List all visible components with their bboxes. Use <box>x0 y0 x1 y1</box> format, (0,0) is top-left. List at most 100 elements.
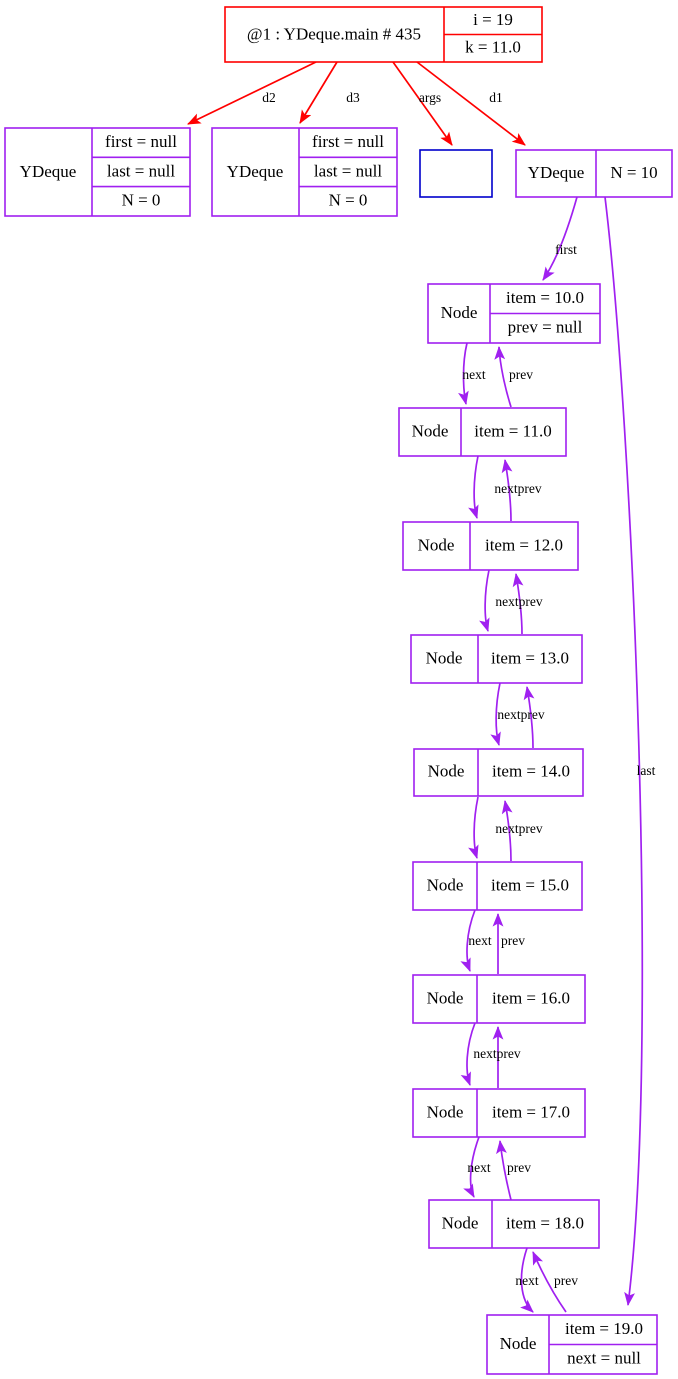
edge-label-prev-16: prev <box>501 933 525 948</box>
edge-label-prev-19: prev <box>554 1273 578 1288</box>
edge-label-first: first <box>555 242 577 257</box>
d1-field-n: N = 10 <box>610 163 657 182</box>
edge-prev-12 <box>501 458 513 522</box>
node-13-field-item: item = 13.0 <box>491 648 569 667</box>
node-12-rect <box>402 521 579 571</box>
node-15-rect <box>412 861 583 911</box>
node-box-16[interactable]: Node item = 16.0 <box>412 974 586 1024</box>
node-16-field-item: item = 16.0 <box>492 988 570 1007</box>
node-11-type-label: Node <box>412 421 449 440</box>
edge-label-nextprev-14: nextprev <box>495 821 542 836</box>
node-box-19[interactable]: Node item = 19.0 next = null <box>486 1314 658 1375</box>
edge-label-nextprev-11: nextprev <box>494 481 541 496</box>
edge-prev-15 <box>501 799 513 862</box>
node-10-field-item: item = 10.0 <box>506 288 584 307</box>
node-19-field-next: next = null <box>567 1348 641 1367</box>
edge-label-last: last <box>637 763 656 778</box>
node-box-12[interactable]: Node item = 12.0 <box>402 521 579 571</box>
node-17-rect <box>412 1088 586 1138</box>
node-12-field-item: item = 12.0 <box>485 535 563 554</box>
edge-d1 <box>416 61 526 146</box>
d3-type-label: YDeque <box>227 162 284 181</box>
edge-label-d3: d3 <box>346 90 360 105</box>
node-15-type-label: Node <box>427 875 464 894</box>
node-18-type-label: Node <box>442 1213 479 1232</box>
edge-prev-13 <box>512 572 524 635</box>
edge-next-13 <box>490 682 501 746</box>
node-18-rect <box>428 1199 600 1249</box>
edge-prev-14 <box>523 685 535 749</box>
node-16-rect <box>412 974 586 1024</box>
node-box-15[interactable]: Node item = 15.0 <box>412 861 583 911</box>
edge-label-next-15: next <box>468 933 491 948</box>
edge-prev-19 <box>532 1251 567 1313</box>
object-box-d1[interactable]: YDeque N = 10 <box>515 149 673 198</box>
node-11-rect <box>398 407 567 457</box>
object-box-args[interactable] <box>419 149 493 198</box>
node-box-11[interactable]: Node item = 11.0 <box>398 407 567 457</box>
node-10-field-prev: prev = null <box>508 317 583 336</box>
d2-field-n: N = 0 <box>122 190 161 209</box>
d3-field-first: first = null <box>312 132 384 151</box>
stack-frame-field-k: k = 11.0 <box>465 37 521 56</box>
edge-next-16 <box>460 1022 476 1086</box>
d2-rect <box>4 127 191 217</box>
edge-label-next-17: next <box>467 1160 490 1175</box>
d2-type-label: YDeque <box>20 162 77 181</box>
edge-next-18 <box>520 1247 534 1313</box>
d1-type-label: YDeque <box>528 163 585 182</box>
d2-field-first: first = null <box>105 132 177 151</box>
edge-next-14 <box>468 796 479 859</box>
d2-field-last: last = null <box>107 161 175 180</box>
args-rect <box>419 149 493 198</box>
edge-args <box>392 61 453 146</box>
d3-field-n: N = 0 <box>329 190 368 209</box>
edge-d2 <box>187 61 317 125</box>
node-10-type-label: Node <box>441 303 478 322</box>
node-19-type-label: Node <box>500 1334 537 1353</box>
node-14-rect <box>413 748 584 797</box>
node-box-18[interactable]: Node item = 18.0 <box>428 1199 600 1249</box>
edge-next-15 <box>460 909 476 972</box>
object-box-d2[interactable]: YDeque first = null last = null N = 0 <box>4 127 191 217</box>
edge-label-d1: d1 <box>489 90 503 105</box>
node-17-type-label: Node <box>427 1102 464 1121</box>
d1-rect <box>515 149 673 198</box>
node-17-field-item: item = 17.0 <box>492 1102 570 1121</box>
edge-label-d2: d2 <box>262 90 276 105</box>
edge-d3 <box>299 61 338 124</box>
edge-next-17 <box>463 1136 480 1198</box>
edge-prev-18 <box>496 1139 512 1201</box>
edge-label-nextprev-16: nextprev <box>473 1046 520 1061</box>
node-box-17[interactable]: Node item = 17.0 <box>412 1088 586 1138</box>
edge-label-nextprev-13: nextprev <box>497 707 544 722</box>
node-14-type-label: Node <box>428 761 465 780</box>
stack-frame-field-i: i = 19 <box>473 10 513 29</box>
node-box-14[interactable]: Node item = 14.0 <box>413 748 584 797</box>
edge-label-next-18: next <box>515 1273 538 1288</box>
node-13-type-label: Node <box>426 648 463 667</box>
edge-next-11 <box>468 455 479 519</box>
edge-label-prev-18: prev <box>507 1160 531 1175</box>
edge-label-nextprev-12: nextprev <box>495 594 542 609</box>
node-19-field-item: item = 19.0 <box>565 1319 643 1338</box>
object-box-d3[interactable]: YDeque first = null last = null N = 0 <box>211 127 398 217</box>
node-16-type-label: Node <box>427 988 464 1007</box>
node-13-rect <box>410 634 583 684</box>
node-box-10[interactable]: Node item = 10.0 prev = null <box>427 283 601 344</box>
node-box-13[interactable]: Node item = 13.0 <box>410 634 583 684</box>
node-15-field-item: item = 15.0 <box>491 875 569 894</box>
edge-first <box>542 196 578 281</box>
node-11-field-item: item = 11.0 <box>474 421 551 440</box>
stack-frame-box[interactable]: @1 : YDeque.main # 435 i = 19 k = 11.0 <box>224 6 543 63</box>
edge-label-args: args <box>419 90 441 105</box>
edge-next-10 <box>458 342 469 405</box>
d3-field-last: last = null <box>314 161 382 180</box>
edge-last <box>604 196 644 1307</box>
edge-prev-11 <box>494 345 512 408</box>
node-14-field-item: item = 14.0 <box>492 761 570 780</box>
node-12-type-label: Node <box>418 535 455 554</box>
d3-rect <box>211 127 398 217</box>
